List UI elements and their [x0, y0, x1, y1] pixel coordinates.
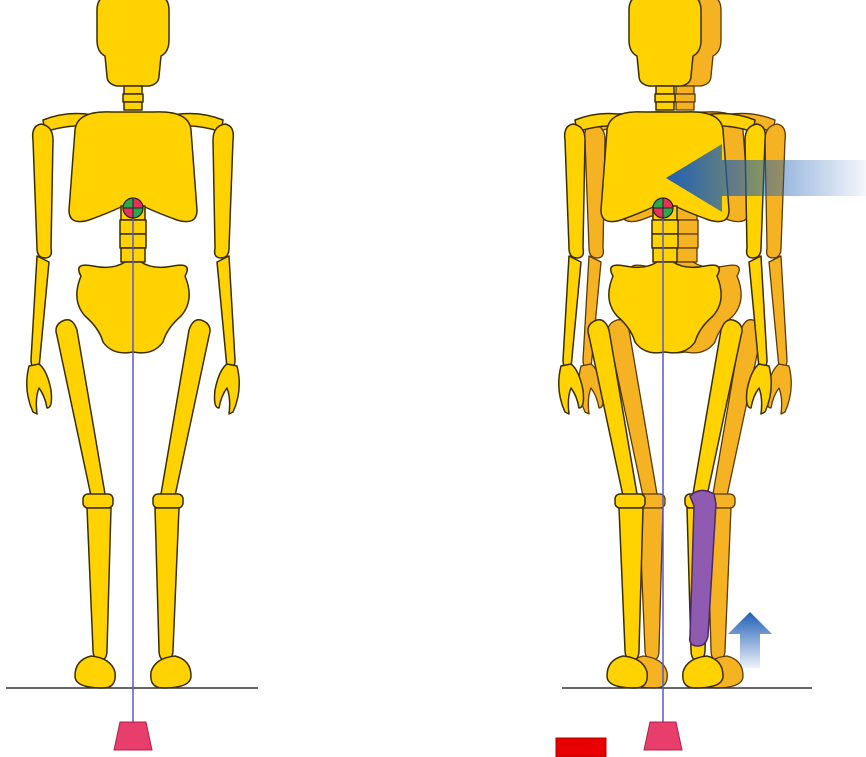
base-marker-right — [644, 722, 682, 750]
center-of-mass-icon — [123, 198, 143, 218]
skeleton-right — [559, 0, 772, 688]
center-of-mass-icon — [653, 198, 673, 218]
base-marker-left — [114, 722, 152, 750]
small-red-marker — [556, 738, 606, 757]
